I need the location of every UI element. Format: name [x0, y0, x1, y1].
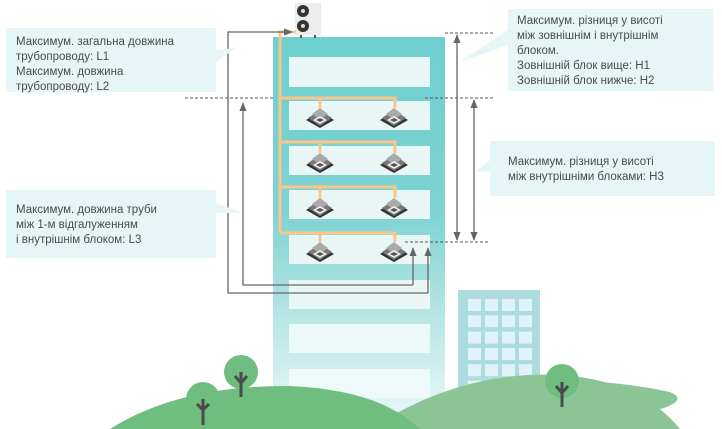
- building-window: [468, 299, 481, 311]
- floor-window: [289, 235, 430, 264]
- building-window: [502, 299, 515, 311]
- building-window: [502, 347, 515, 360]
- building-window: [519, 315, 532, 328]
- building-window: [485, 299, 498, 311]
- building-window: [502, 315, 515, 328]
- building-window: [468, 347, 481, 360]
- callout-line: Максимум. різниця у висоті: [517, 15, 663, 27]
- callout-line: між зовнішнім і внутрішнім: [517, 30, 659, 42]
- callout-line: трубопроводу: L1: [16, 51, 110, 63]
- callout-line: Максимум. загальна довжина: [16, 36, 174, 48]
- hills: [110, 374, 680, 429]
- building-window: [519, 364, 532, 377]
- l1-path: [227, 28, 428, 294]
- callout-line: трубопроводу: L2: [16, 81, 110, 93]
- dimension-arrows: [227, 28, 478, 294]
- callout-h3: Максимум. різниця у висоті між внутрішні…: [490, 141, 715, 196]
- main-building: [273, 37, 445, 429]
- reference-lines: [185, 32, 493, 243]
- outdoor-unit-icon: [295, 3, 321, 38]
- floor-window: [289, 324, 430, 353]
- building-window: [502, 331, 515, 344]
- building-window: [485, 315, 498, 328]
- tree-icon: [186, 382, 220, 425]
- building-window: [485, 347, 498, 360]
- building-window: [519, 331, 532, 344]
- callout-line: Максимум. різниця у висоті: [508, 156, 654, 168]
- callout-line: Максимум. довжина: [16, 66, 124, 78]
- building-window: [468, 315, 481, 328]
- l2-path: [239, 102, 413, 286]
- floor-window: [289, 146, 430, 175]
- callout-l3: Максимум. довжина труби між 1-м відгалуж…: [6, 190, 216, 258]
- tree-icon: [224, 355, 258, 397]
- building-window: [485, 364, 498, 377]
- callout-pointer: [476, 160, 490, 172]
- building-window: [468, 331, 481, 344]
- callout-line: між 1-м відгалуженням: [16, 219, 138, 231]
- tree-icon: [545, 364, 579, 407]
- callout-pointer: [216, 48, 236, 62]
- callout-line: і внутрішнім блоком: L3: [16, 234, 142, 246]
- callout-h1-h2: Максимум. різниця у висоті між зовнішнім…: [508, 9, 713, 91]
- callout-line: блоком.: [517, 45, 559, 57]
- building-window: [468, 364, 481, 377]
- building-window: [502, 364, 515, 377]
- building-window: [519, 299, 532, 311]
- callout-pointer: [216, 203, 243, 213]
- callout-l1-l2: Максимум. загальна довжина трубопроводу:…: [6, 28, 216, 93]
- building-window: [485, 331, 498, 344]
- callout-line: Зовнішній блок нижче: H2: [517, 75, 655, 87]
- floor-window: [289, 190, 430, 219]
- building-window: [519, 347, 532, 360]
- callout-line: Зовнішній блок вище: H1: [517, 60, 650, 72]
- callout-pointer: [460, 30, 508, 62]
- floor-window: [289, 57, 430, 87]
- hill-left: [110, 385, 420, 429]
- callout-line: Максимум. довжина труби: [16, 204, 157, 216]
- floor-window: [289, 101, 430, 130]
- callout-line: між внутрішніми блоками: H3: [508, 171, 664, 183]
